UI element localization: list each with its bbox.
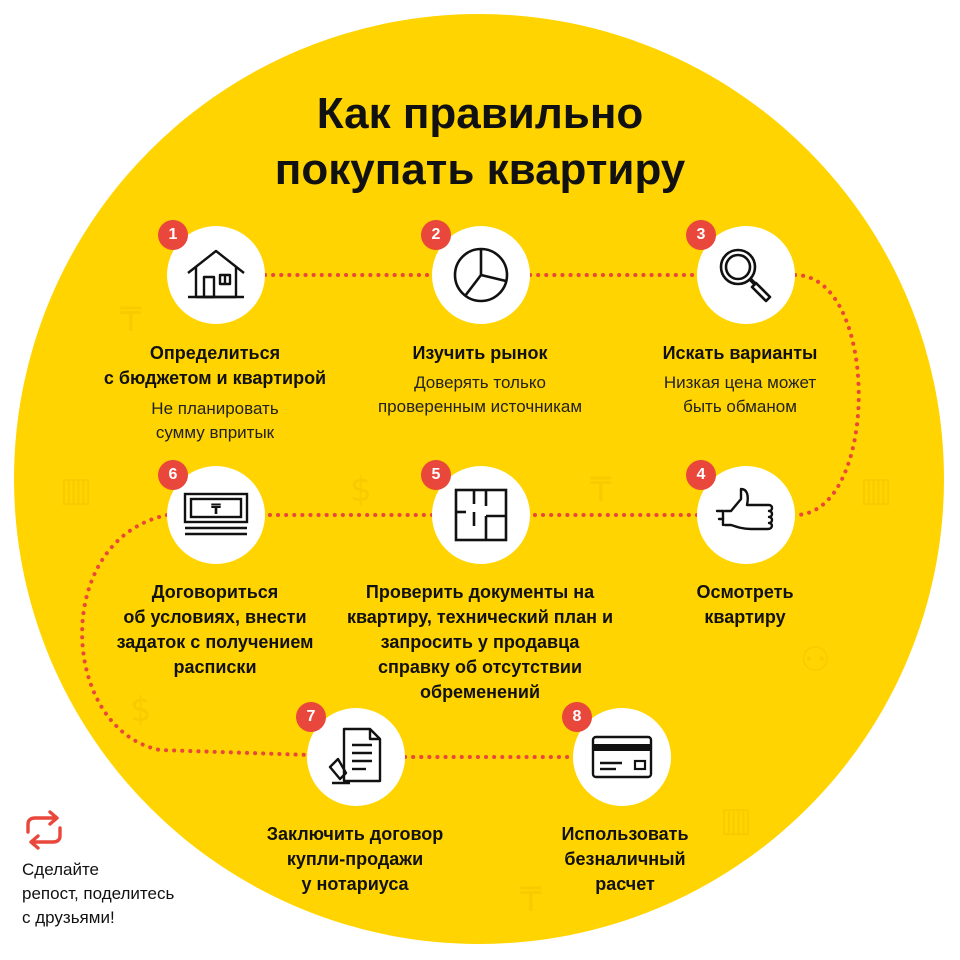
text-line: Осмотреть [696, 582, 794, 602]
step-4-title: Осмотреть квартиру [640, 580, 850, 630]
magnifier-icon [719, 248, 772, 303]
coin-icon: $ [350, 470, 372, 510]
text-line: сумму впритык [155, 423, 275, 442]
text-line: Определиться [149, 343, 281, 363]
text-line: Доверять только [414, 373, 546, 392]
text-line: Договориться [151, 582, 279, 602]
text-line: обременений [419, 682, 541, 702]
chart-icon: ▥ [860, 470, 893, 510]
step-8-title: Использовать безналичный расчет [510, 822, 740, 897]
title-line: покупать квартиру [274, 145, 686, 194]
text-line: Сделайте [22, 860, 100, 879]
credit-card-icon [591, 735, 653, 779]
text-line: квартиру, технический план и [346, 607, 614, 627]
text-line: с бюджетом и квартирой [103, 368, 327, 388]
step-2-description: Доверять только проверенным источникам [330, 371, 630, 419]
repost-icon[interactable] [22, 810, 66, 850]
step-5-title: Проверить документы на квартиру, техниче… [320, 580, 640, 705]
text-line: Использовать [561, 824, 689, 844]
title-line: Как правильно [316, 89, 644, 138]
text-line: задаток с получением [116, 632, 314, 652]
banknotes-icon: ₸ [183, 492, 249, 536]
person-icon: ⚇ [800, 640, 831, 680]
text-line: быть обманом [683, 397, 797, 416]
step-2-title: Изучить рынок [330, 341, 630, 366]
step-6-title: Договориться об условиях, внести задаток… [90, 580, 340, 680]
text-line: Изучить рынок [412, 343, 548, 363]
step-5-badge: 5 [421, 460, 451, 490]
text-line: у нотариуса [301, 874, 409, 894]
text-line: безналичный [564, 849, 686, 869]
thumbs-up-icon [715, 487, 774, 531]
step-2-badge: 2 [421, 220, 451, 250]
text-line: квартиру [704, 607, 786, 627]
text-line: запросить у продавца [380, 632, 580, 652]
step-6-badge: 6 [158, 460, 188, 490]
step-1-badge: 1 [158, 220, 188, 250]
step-3-title: Искать варианты [610, 341, 870, 366]
house-icon [187, 249, 245, 299]
text-line: купли-продажи [286, 849, 424, 869]
step-1-title: Определиться с бюджетом и квартирой [70, 341, 360, 391]
chart-icon: ▥ [60, 470, 93, 510]
step-1-icon-circle [167, 226, 265, 324]
contract-icon [328, 727, 382, 785]
text-line: об условиях, внести [123, 607, 307, 627]
step-3-badge: 3 [686, 220, 716, 250]
text-line: Проверить документы на [365, 582, 595, 602]
text-line: расписки [173, 657, 257, 677]
text-line: с друзьями! [22, 908, 115, 927]
step-7-badge: 7 [296, 702, 326, 732]
page-title: Как правильно покупать квартиру [180, 86, 780, 198]
step-4-badge: 4 [686, 460, 716, 490]
text-line: Искать варианты [662, 343, 818, 363]
text-line: Заключить договор [266, 824, 444, 844]
text-line: проверенным источникам [377, 397, 583, 416]
floor-plan-icon [454, 488, 508, 542]
coin-icon: ₸ [590, 470, 612, 510]
step-8-badge: 8 [562, 702, 592, 732]
coin-icon: ₸ [120, 300, 142, 340]
repost-call-to-action: Сделайте репост, поделитесь с друзьями! [22, 858, 252, 930]
coin-icon: ₸ [520, 880, 542, 920]
text-line: Не планировать [151, 399, 279, 418]
svg-text:₸: ₸ [211, 502, 221, 518]
step-1-description: Не планировать сумму впритык [90, 397, 340, 445]
step-7-title: Заключить договор купли-продажи у нотари… [230, 822, 480, 897]
step-3-description: Низкая цена может быть обманом [610, 371, 870, 419]
text-line: Низкая цена может [663, 373, 817, 392]
text-line: репост, поделитесь [22, 884, 175, 903]
pie-chart-icon [453, 247, 509, 303]
chart-icon: ▥ [720, 800, 753, 840]
text-line: справку об отсутствии [377, 657, 583, 677]
step-7-icon-circle [307, 708, 405, 806]
coin-icon: $ [130, 690, 152, 730]
text-line: расчет [595, 874, 655, 894]
